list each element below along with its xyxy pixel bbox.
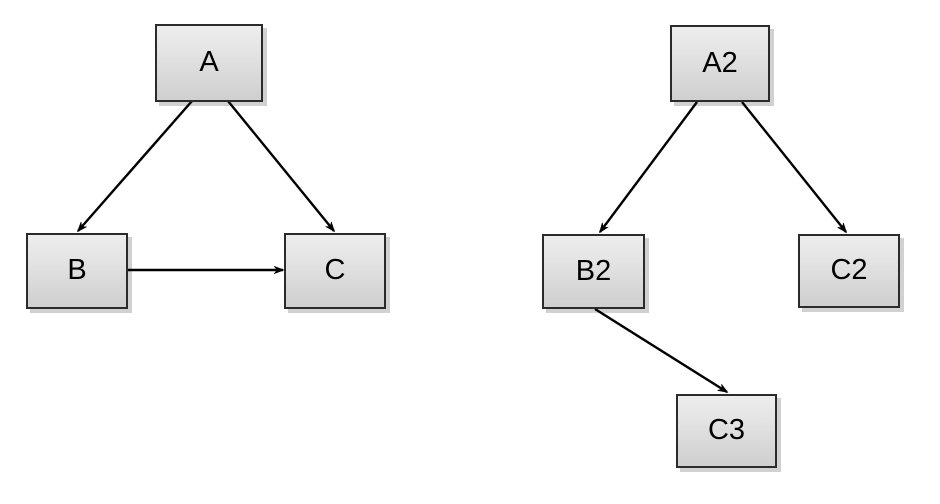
node-label-b2: B2 bbox=[575, 254, 612, 287]
node-label-b: B bbox=[67, 254, 87, 286]
node-a[interactable]: A bbox=[155, 24, 263, 102]
node-a2[interactable]: A2 bbox=[670, 25, 770, 102]
node-label-c: C bbox=[324, 254, 346, 286]
node-c3[interactable]: C3 bbox=[676, 394, 777, 468]
node-label-c2: C2 bbox=[830, 254, 868, 286]
edge-a2-to-c2 bbox=[741, 101, 848, 234]
edge-b2-to-c3 bbox=[594, 307, 729, 394]
edge-a-to-c bbox=[227, 100, 336, 233]
node-label-c3: C3 bbox=[707, 414, 746, 446]
node-c[interactable]: C bbox=[284, 233, 386, 309]
node-c2[interactable]: C2 bbox=[798, 234, 900, 308]
node-label-a: A bbox=[199, 46, 219, 78]
node-b[interactable]: B bbox=[26, 233, 128, 309]
edge-a2-to-b2 bbox=[599, 101, 698, 234]
node-label-a2: A2 bbox=[702, 46, 738, 79]
node-b2[interactable]: B2 bbox=[542, 234, 645, 309]
edge-a-to-b bbox=[76, 100, 193, 233]
